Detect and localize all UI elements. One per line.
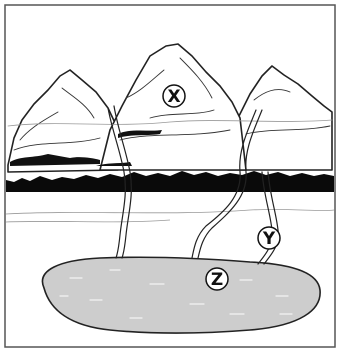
label-z-text: Z [211,270,223,290]
label-z: Z [206,268,228,290]
label-y-text: Y [262,229,276,249]
label-x: X [163,85,185,107]
label-y: Y [258,227,280,249]
label-x-text: X [167,87,180,107]
lake [42,257,320,333]
